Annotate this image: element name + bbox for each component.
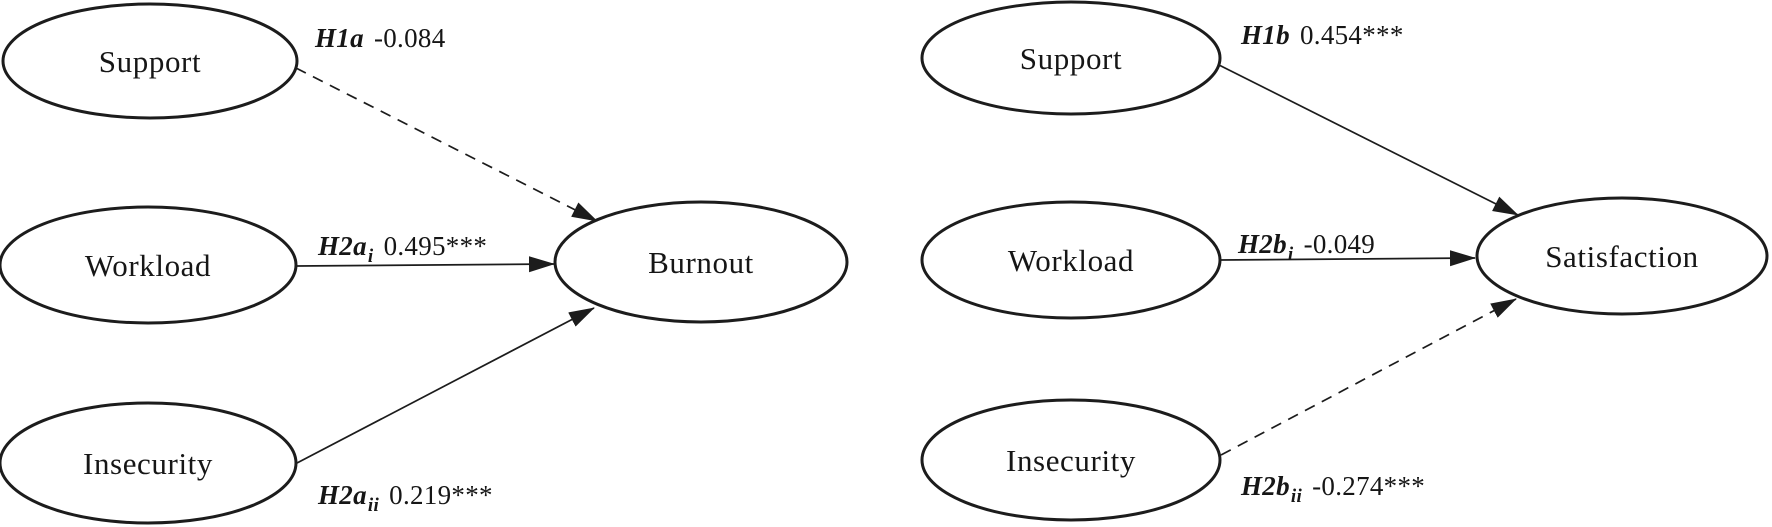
hypothesis-subscript: i	[1288, 244, 1294, 265]
node-label-workload-right: Workload	[1008, 243, 1134, 278]
arrow-workload-to-satisfaction	[1219, 250, 1476, 267]
node-label-workload-left: Workload	[85, 248, 211, 283]
arrow-insecurity-to-burnout	[296, 307, 595, 464]
path-label-h1b: H1b 0.454***	[1240, 20, 1404, 50]
path-estimate: 0.495***	[384, 231, 488, 261]
path-label-h2bii: H2bii -0.274***	[1240, 471, 1425, 508]
node-insecurity-right	[920, 398, 1222, 522]
hypothesis-subscript: ii	[1291, 486, 1303, 507]
satisfaction-model: Support Workload Insecurity Satisfaction…	[920, 0, 1769, 522]
hypothesis-code: H1a	[314, 23, 364, 53]
arrow-insecurity-to-satisfaction-dashed	[1220, 298, 1517, 456]
node-burnout	[553, 200, 849, 324]
burnout-model: Support Workload Insecurity Burnout H1a …	[0, 2, 849, 525]
node-support-left	[1, 2, 299, 120]
path-estimate: -0.049	[1304, 229, 1376, 259]
path-label-h2bi: H2bi -0.049	[1237, 229, 1375, 266]
hypothesis-subscript: ii	[368, 495, 380, 516]
path-label-h2aii: H2aii 0.219***	[317, 480, 493, 517]
hypothesis-code: H2b	[1240, 471, 1290, 501]
node-label-burnout: Burnout	[648, 245, 754, 280]
path-estimate: -0.084	[374, 23, 446, 53]
node-label-insecurity-right: Insecurity	[1006, 443, 1136, 478]
path-estimate: -0.274***	[1312, 471, 1425, 501]
arrow-workload-to-burnout	[296, 256, 555, 273]
node-label-satisfaction: Satisfaction	[1545, 239, 1699, 274]
hypothesis-code: H2a	[317, 231, 367, 261]
node-insecurity-left	[0, 401, 298, 525]
node-support-right	[920, 0, 1222, 116]
path-label-h1a: H1a -0.084	[314, 23, 446, 53]
path-estimate: 0.454***	[1300, 20, 1404, 50]
hypothesis-code: H1b	[1240, 20, 1290, 50]
hypothesis-subscript: i	[368, 246, 374, 267]
arrow-support-to-burnout-dashed	[295, 67, 598, 222]
node-label-support-right: Support	[1020, 41, 1122, 76]
path-estimate: 0.219***	[389, 480, 493, 510]
hypothesis-code: H2a	[317, 480, 367, 510]
node-satisfaction	[1475, 196, 1769, 316]
node-label-insecurity-left: Insecurity	[83, 446, 213, 481]
node-label-support-left: Support	[99, 44, 201, 79]
node-workload-left	[0, 205, 298, 325]
arrow-support-to-satisfaction	[1218, 64, 1519, 216]
hypothesis-code: H2b	[1237, 229, 1287, 259]
path-label-h2ai: H2ai 0.495***	[317, 231, 487, 268]
